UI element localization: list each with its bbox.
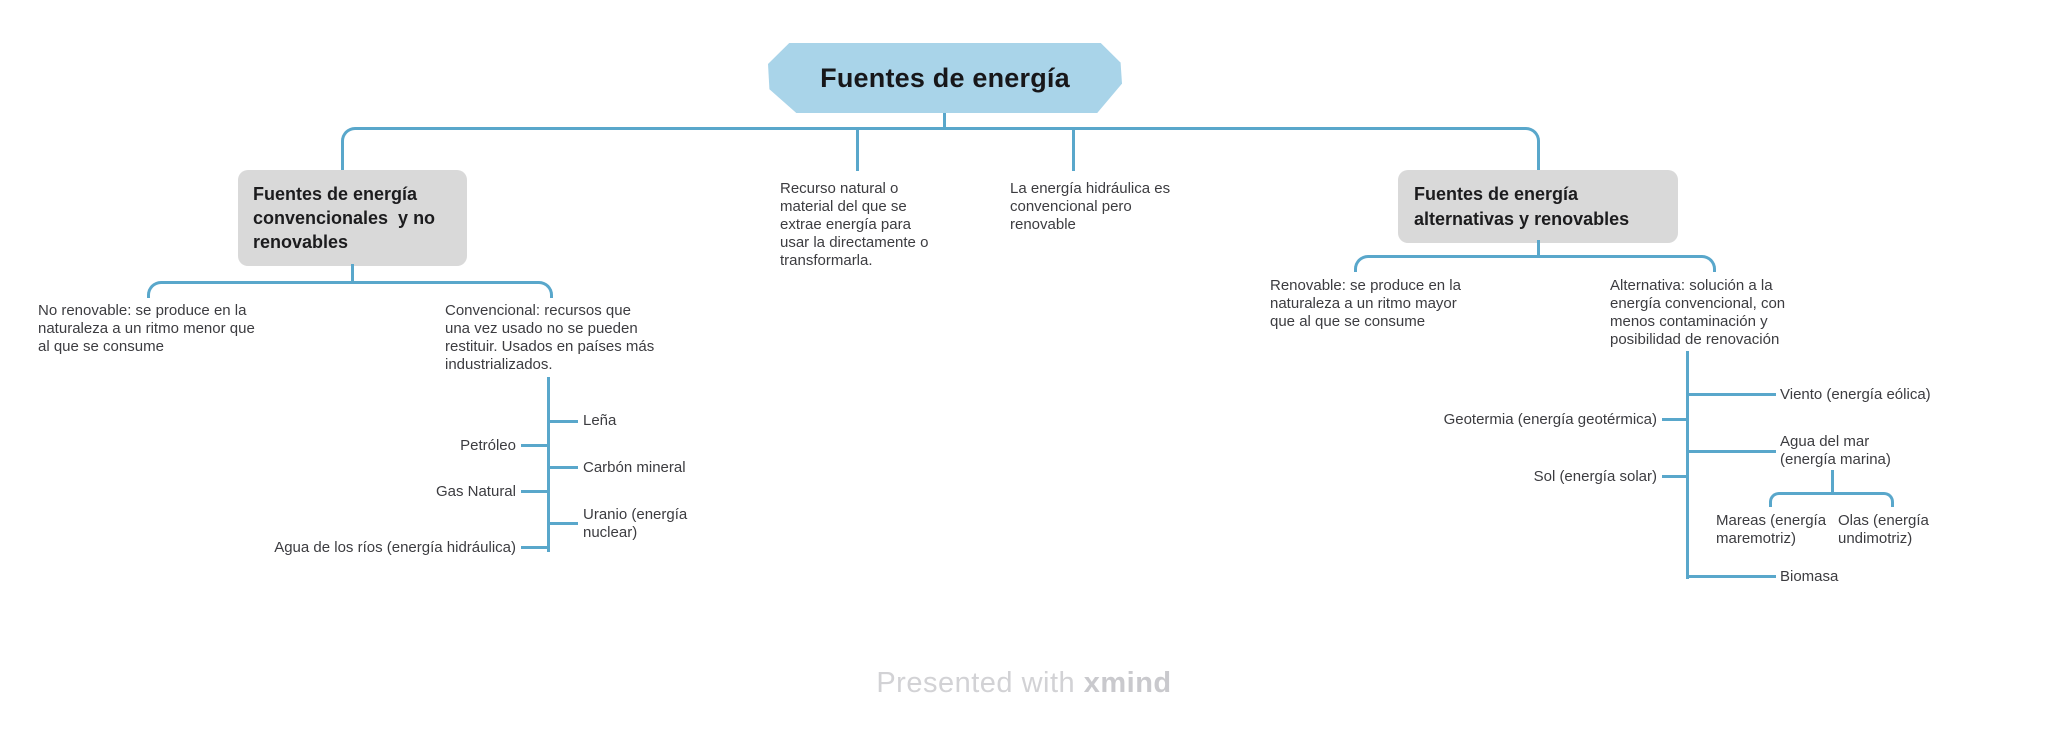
connector-tick-agua-rios: [521, 546, 549, 549]
connector-tick-carbon: [549, 466, 578, 469]
leaf-petroleo[interactable]: Petróleo: [460, 437, 516, 454]
topic-renovable[interactable]: Renovable: se produce en la naturaleza a…: [1270, 277, 1461, 330]
connector-tick-lena: [549, 420, 578, 423]
note-recurso-natural[interactable]: Recurso natural o material del que se ex…: [780, 180, 929, 269]
connector-drop-left-main: [341, 141, 344, 170]
connector-tick-agua-mar: [1688, 450, 1776, 453]
topic-no-renovable[interactable]: No renovable: se produce en la naturalez…: [38, 302, 255, 355]
connector-tick-gas: [521, 490, 549, 493]
leaf-carbon-mineral[interactable]: Carbón mineral: [583, 459, 686, 476]
connector-left-topic-stub: [351, 264, 354, 283]
leaf-sol[interactable]: Sol (energía solar): [1533, 468, 1657, 485]
leaf-geotermia[interactable]: Geotermia (energía geotérmica): [1443, 411, 1657, 428]
connector-agua-mar-stub: [1831, 470, 1834, 494]
connector-marina-bracket: [1769, 492, 1894, 507]
topic-alternativas-renovables[interactable]: Fuentes de energía alternativas y renova…: [1398, 170, 1678, 243]
topic-alternativa[interactable]: Alternativa: solución a la energía conve…: [1610, 277, 1786, 348]
connector-left-bracket: [147, 281, 553, 298]
leaf-viento[interactable]: Viento (energía eólica): [1780, 386, 1931, 403]
leaf-agua-rios[interactable]: Agua de los ríos (energía hidráulica): [274, 539, 516, 556]
connector-tick-uranio: [549, 522, 578, 525]
connector-top-rail: [341, 127, 1540, 143]
connector-tick-geotermia: [1662, 418, 1686, 421]
watermark: Presented with xmind: [0, 667, 2048, 700]
xmind-logo: xmind: [1083, 667, 1172, 699]
leaf-olas[interactable]: Olas (energía undimotriz): [1838, 512, 1929, 547]
connector-drop-note-recurso: [856, 129, 859, 171]
connector-root-stub: [943, 110, 946, 129]
topic-convencional[interactable]: Convencional: recursos que una vez usado…: [445, 302, 655, 373]
connector-tick-viento: [1688, 393, 1776, 396]
leaf-agua-del-mar[interactable]: Agua del mar (energía marina): [1780, 433, 1891, 468]
connector-drop-note-hidraulica: [1072, 129, 1075, 171]
leaf-uranio[interactable]: Uranio (energía nuclear): [583, 506, 688, 541]
watermark-prefix: Presented with: [876, 667, 1084, 699]
connector-alternativa-spine: [1686, 351, 1689, 579]
leaf-mareas[interactable]: Mareas (energía maremotriz): [1716, 512, 1827, 547]
note-energia-hidraulica[interactable]: La energía hidráulica es convencional pe…: [1010, 180, 1171, 233]
connector-tick-biomasa: [1688, 575, 1776, 578]
connector-drop-right-main: [1537, 141, 1540, 170]
connector-convencional-spine: [547, 377, 550, 552]
leaf-biomasa[interactable]: Biomasa: [1780, 568, 1839, 585]
connector-tick-sol: [1662, 475, 1686, 478]
root-topic[interactable]: Fuentes de energía: [768, 43, 1122, 113]
connector-tick-petroleo: [521, 444, 549, 447]
leaf-lena[interactable]: Leña: [583, 412, 617, 429]
connector-right-bracket: [1354, 255, 1716, 272]
leaf-gas-natural[interactable]: Gas Natural: [435, 483, 516, 500]
connector-right-topic-stub: [1537, 240, 1540, 257]
topic-convencionales-no-renovables[interactable]: Fuentes de energía convencionales y no r…: [238, 170, 467, 266]
